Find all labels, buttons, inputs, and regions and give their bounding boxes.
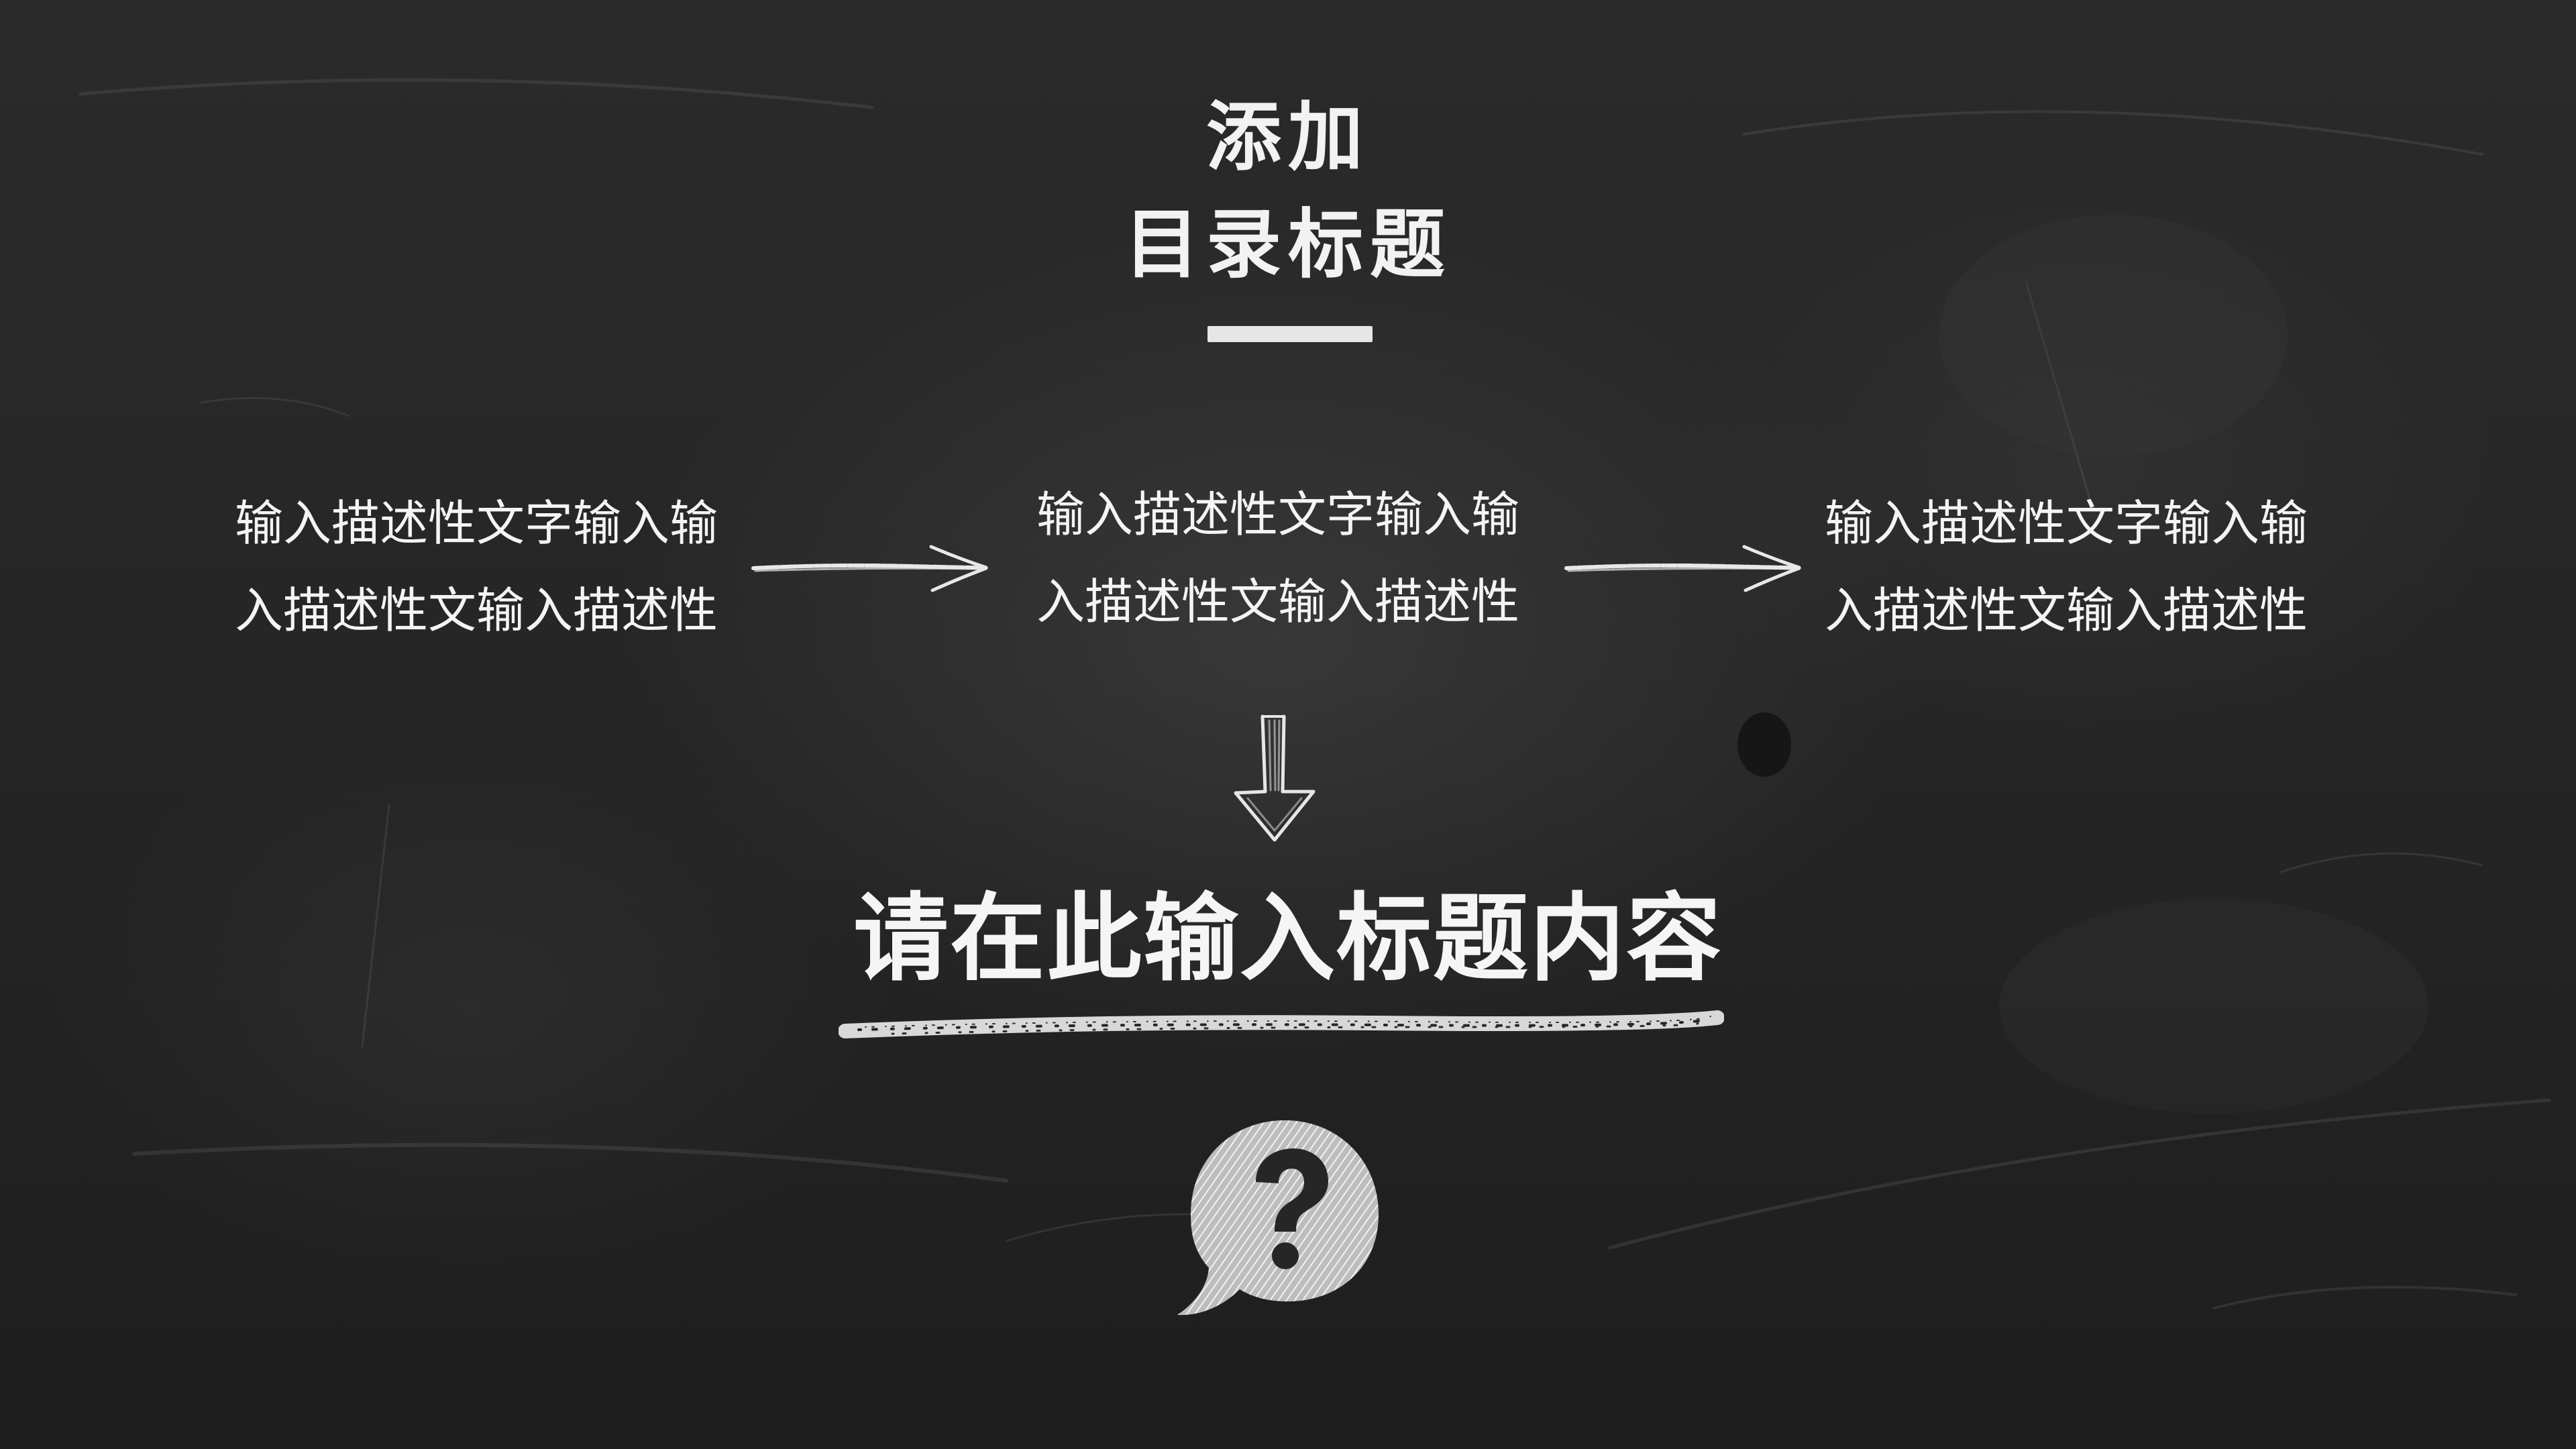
chalk-arrow-right-icon [751, 545, 988, 592]
section-title-line1: 添加 [1206, 94, 1370, 181]
title-underline [1208, 326, 1373, 342]
description-right: 输入描述性文字输入输 入描述性文输入描述性 [1811, 480, 2321, 654]
chalk-arrow-down-icon [1234, 714, 1316, 842]
description-left: 输入描述性文字输入输 入描述性文输入描述性 [221, 480, 731, 654]
description-right-line2: 入描述性文输入描述性 [1824, 582, 2308, 639]
headline: 请在此输入标题内容 [853, 883, 1723, 994]
question-speech-bubble-icon [1177, 1120, 1379, 1316]
description-center-line2: 入描述性文输入描述性 [1036, 574, 1519, 630]
description-center-line1: 输入描述性文字输入输 [1036, 486, 1519, 543]
chalk-arrow-right-icon [1564, 545, 1801, 592]
section-title: 添加 目录标题 [1087, 87, 1489, 302]
description-left-line1: 输入描述性文字输入输 [234, 495, 718, 551]
chalk-underline-stroke [839, 1010, 1724, 1038]
section-title-line2: 目录标题 [1124, 201, 1452, 288]
description-right-line1: 输入描述性文字输入输 [1824, 495, 2308, 551]
description-center: 输入描述性文字输入输 入描述性文输入描述性 [1023, 471, 1533, 645]
description-left-line2: 入描述性文输入描述性 [234, 582, 718, 639]
